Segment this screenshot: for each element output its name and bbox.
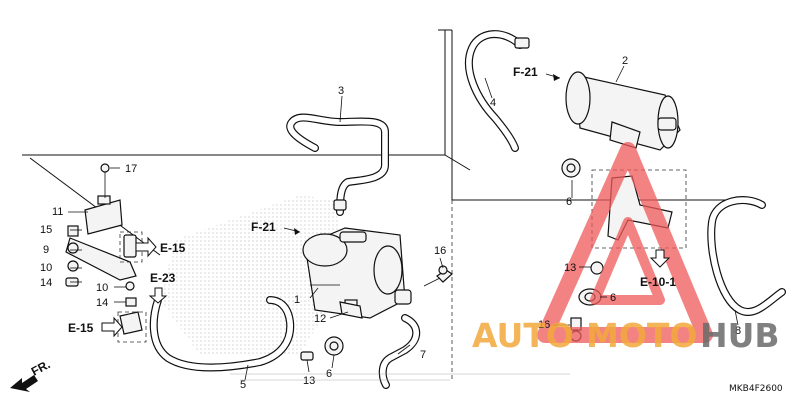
canister-part-2 <box>565 71 681 151</box>
small-parts-left <box>300 265 453 361</box>
callout-13a: 13 <box>564 262 576 274</box>
ref-e23: E-23 <box>150 271 176 285</box>
callout-3: 3 <box>338 85 344 97</box>
callout-16b: 16 <box>538 319 550 331</box>
watermark-wordmark: AUTO MOTO HUB <box>472 316 780 355</box>
callout-17: 17 <box>125 163 137 175</box>
hose-part-8 <box>707 196 786 316</box>
arrow-e10-1 <box>649 249 671 268</box>
callout-14a: 14 <box>40 277 52 289</box>
hose-part-3 <box>286 113 389 216</box>
arrow-e15-bottom <box>101 316 123 338</box>
arrow-e15-top <box>135 236 157 258</box>
hose-part-4 <box>464 30 530 152</box>
callout-10a: 10 <box>40 262 52 274</box>
canister-assembly-left <box>302 227 412 319</box>
ref-e15-top: E-15 <box>160 241 186 255</box>
callout-2: 2 <box>622 55 628 67</box>
reference-labels: F-21 F-21 E-15 E-23 E-15 E-10-1 <box>68 65 676 338</box>
callout-4: 4 <box>490 97 496 109</box>
callout-14b: 14 <box>96 297 108 309</box>
ref-f21-right: F-21 <box>513 65 538 79</box>
copyright-microtext <box>230 373 570 381</box>
leader-lines <box>68 65 739 381</box>
ref-f21-left: F-21 <box>251 220 276 234</box>
callout-8: 8 <box>735 325 741 337</box>
arrow-e23 <box>148 287 168 304</box>
direction-fr-label: FR. <box>29 357 53 378</box>
ref-e10-1: E-10-1 <box>640 275 676 289</box>
callout-1: 1 <box>294 294 300 306</box>
callout-11: 11 <box>52 206 63 218</box>
diagram-code: MKB4F2600 <box>729 384 783 394</box>
watermark-text-part1: AUTO <box>472 316 574 355</box>
callout-15: 15 <box>40 224 52 236</box>
watermark-text-part3: HUB <box>700 316 780 355</box>
valve-bracket-assembly <box>65 163 147 343</box>
watermark-text-part2: MOTO <box>586 316 697 355</box>
callout-16a: 16 <box>434 245 446 257</box>
front-direction-arrow: FR. <box>10 357 52 392</box>
dotted-shadow-areas <box>160 195 345 355</box>
callout-6b: 6 <box>610 292 616 304</box>
callout-6a: 6 <box>566 196 572 208</box>
callout-12: 12 <box>314 313 326 325</box>
callout-numbers: 1 2 3 4 5 6 6 6 7 8 9 10 10 11 12 13 13 … <box>40 55 741 391</box>
callout-10b: 10 <box>96 282 108 294</box>
ref-e15-bottom: E-15 <box>68 321 94 335</box>
callout-7: 7 <box>420 349 426 361</box>
callout-5: 5 <box>240 379 246 391</box>
hose-part-5 <box>149 296 295 372</box>
section-frame-lines <box>22 29 760 380</box>
callout-13b: 13 <box>303 375 315 387</box>
watermark-logo <box>537 142 713 343</box>
hose-part-7 <box>378 314 421 389</box>
callout-9: 9 <box>43 244 49 256</box>
